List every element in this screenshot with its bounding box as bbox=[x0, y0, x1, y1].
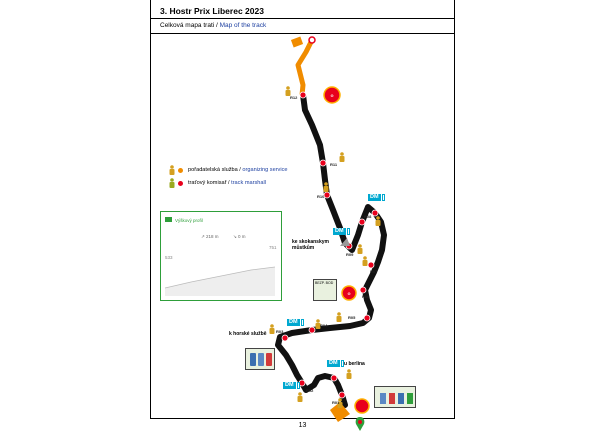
finish-services-box bbox=[374, 386, 416, 408]
svg-text:R07: R07 bbox=[370, 269, 378, 274]
dm-badge: DM bbox=[368, 194, 385, 201]
person-green-icon bbox=[169, 178, 175, 188]
ambulance-icon bbox=[389, 393, 395, 404]
ambulance-icon bbox=[266, 353, 272, 366]
legend-dot-red bbox=[178, 181, 183, 186]
profile-ascent: ↗ 218 m bbox=[201, 234, 219, 239]
ski-jump-icon bbox=[340, 238, 350, 246]
finish-area-shape bbox=[330, 402, 350, 422]
legend-dot-orange bbox=[178, 168, 183, 173]
svg-text:R10: R10 bbox=[317, 194, 325, 199]
track-branch bbox=[349, 234, 361, 251]
svg-text:R09: R09 bbox=[346, 252, 354, 257]
subtitle-en: Map of the track bbox=[219, 22, 267, 29]
dm-badge: DM bbox=[287, 319, 304, 326]
dm-badge: DM bbox=[327, 360, 344, 367]
profile-title: Výškový profil bbox=[175, 218, 203, 223]
vehicle-icon bbox=[398, 393, 404, 404]
legend-label-cz: pořadatelská služba / bbox=[188, 167, 243, 173]
svg-text:R11: R11 bbox=[330, 162, 338, 167]
svg-text:R06: R06 bbox=[362, 294, 370, 299]
track-start-segment bbox=[295, 38, 315, 96]
profile-end-elev: 751 bbox=[269, 245, 277, 250]
svg-text:R04: R04 bbox=[320, 323, 328, 328]
label-to-berlin: u berlina bbox=[344, 361, 365, 367]
profile-start-elev: 533 bbox=[165, 255, 173, 260]
legend-label-en: organizing service bbox=[242, 167, 288, 173]
profile-descent: ↘ 0 m bbox=[233, 234, 246, 239]
legend: pořadatelská služba / organizing service… bbox=[168, 164, 288, 190]
red-badge-mid: ⊗ bbox=[341, 285, 357, 301]
svg-text:R12: R12 bbox=[290, 95, 298, 100]
svg-text:⊗: ⊗ bbox=[330, 93, 333, 98]
vehicle-icon bbox=[250, 353, 256, 366]
legend-label-en: track marshall bbox=[231, 180, 266, 186]
marshal-figures bbox=[269, 86, 381, 408]
vehicle-icon bbox=[407, 393, 413, 404]
legend-item-marshall: traťový komisař / track marshall bbox=[168, 177, 288, 190]
red-badge-top: ⊗ bbox=[323, 86, 341, 104]
vehicle-icon bbox=[380, 393, 386, 404]
safety-point-box: BEZP. BOD bbox=[313, 279, 337, 301]
profile-icon bbox=[165, 217, 172, 222]
label-ski-jump: ke skokanskym můstkům bbox=[292, 239, 329, 251]
finish-circle bbox=[308, 36, 316, 44]
svg-text:R08: R08 bbox=[364, 214, 372, 219]
label-mountain-service: k horské službě bbox=[229, 331, 267, 337]
start-flag-shape bbox=[290, 36, 304, 48]
subtitle-cz: Celková mapa trati / bbox=[160, 22, 220, 29]
red-badge-bottom bbox=[354, 398, 370, 414]
person-orange-icon bbox=[169, 165, 175, 175]
page-subtitle: Celková mapa trati / Map of the track bbox=[160, 22, 266, 29]
legend-label-cz: traťový komisař / bbox=[188, 180, 232, 186]
dm-badge: DM bbox=[333, 228, 350, 235]
page-frame bbox=[150, 0, 455, 419]
dm-badge: DM bbox=[283, 382, 300, 389]
profile-curve bbox=[164, 266, 276, 296]
checkpoint-markers bbox=[281, 91, 379, 399]
safety-point-label: BEZP. BOD bbox=[315, 281, 334, 285]
subtitle-divider bbox=[150, 33, 455, 34]
legend-item-organizing: pořadatelská služba / organizing service bbox=[168, 164, 288, 177]
location-pin-icon bbox=[355, 417, 365, 431]
page-number: 13 bbox=[298, 422, 307, 429]
svg-text:R03: R03 bbox=[276, 329, 284, 334]
svg-text:R05: R05 bbox=[348, 315, 356, 320]
page-title: 3. Hostr Prix Liberec 2023 bbox=[160, 6, 264, 16]
svg-text:⊗: ⊗ bbox=[347, 291, 350, 296]
header-box bbox=[150, 0, 455, 19]
svg-text:R01: R01 bbox=[332, 400, 340, 405]
vehicle-icon bbox=[258, 353, 264, 366]
vehicles-box bbox=[245, 348, 275, 370]
svg-text:R02: R02 bbox=[306, 388, 314, 393]
elevation-profile: Výškový profil ↗ 218 m ↘ 0 m 533 751 bbox=[160, 211, 282, 301]
